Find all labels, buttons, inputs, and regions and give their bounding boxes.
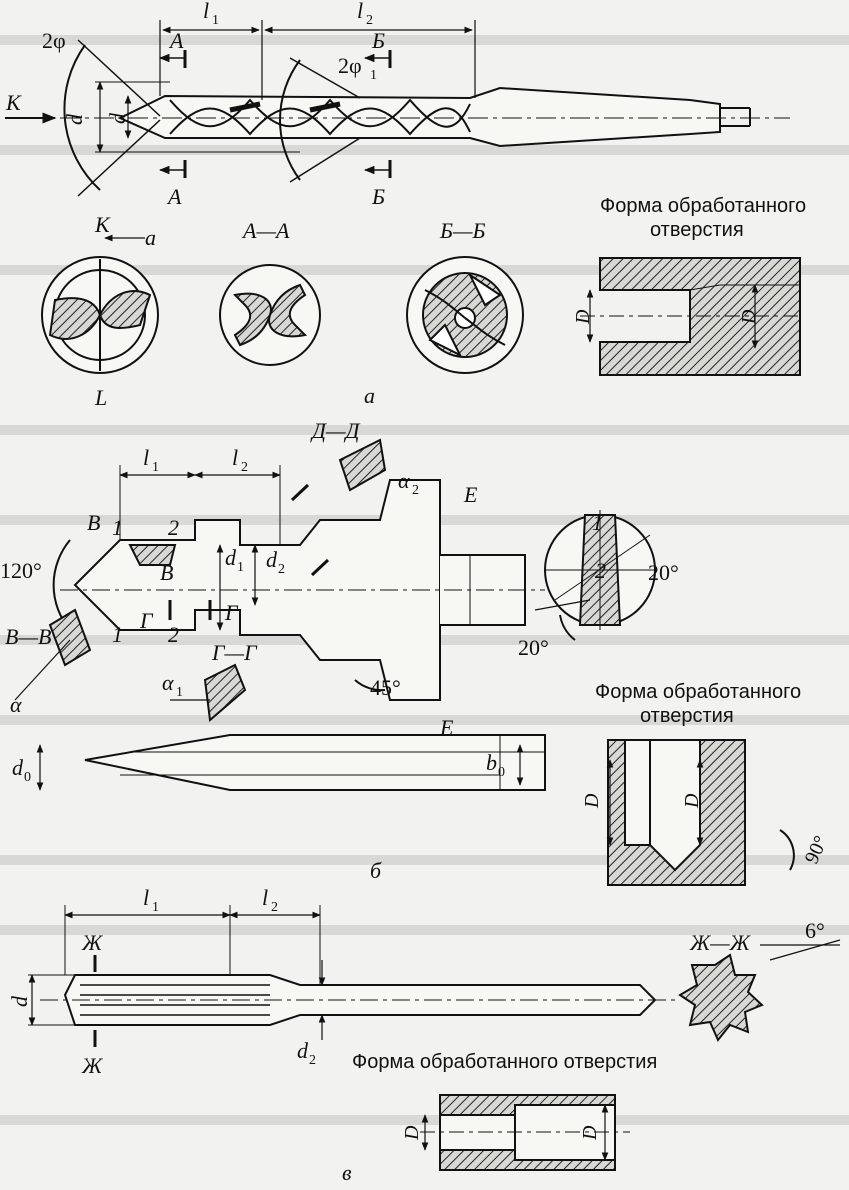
fb-b0: b (486, 750, 497, 775)
svg-text:0: 0 (498, 765, 505, 780)
figure-v-hole-shape (420, 1094, 630, 1171)
figure-b-counterbore-tool (14, 438, 656, 791)
fb-120: 120° (0, 558, 42, 583)
fb-d0: d (12, 755, 24, 780)
figure-b-hole-shape (606, 739, 795, 886)
svg-text:1: 1 (152, 900, 159, 915)
fb-num2-low: 2 (168, 622, 179, 647)
fv-D1: D (401, 1125, 423, 1141)
fa-l2: l (357, 0, 363, 23)
fv-panel-letter: в (342, 1160, 352, 1185)
fb-alpha2: α (398, 468, 410, 493)
figure-a-hole-shape (580, 257, 801, 376)
svg-text:2: 2 (278, 562, 285, 577)
fa-view-K: K (94, 212, 111, 237)
fb-num2: 2 (168, 515, 179, 540)
svg-text:1: 1 (176, 685, 183, 700)
fv-D2: D (579, 1125, 601, 1141)
fb-VV: B—B (5, 624, 51, 649)
fb-E2: E (439, 715, 454, 740)
fa-K: K (5, 90, 22, 115)
figure-a-view-labels: K a L А—А Б—Б а (94, 212, 486, 410)
fb-G1: Г (139, 608, 154, 633)
fb-alpha: α (10, 692, 22, 717)
fa-l1: l (203, 0, 209, 23)
svg-text:2: 2 (309, 1053, 316, 1068)
svg-text:1: 1 (152, 460, 159, 475)
fb-end-2: 1 (592, 510, 603, 535)
fa-hole-caption-1: Форма обработанного (600, 195, 806, 217)
fv-6: 6° (805, 918, 825, 943)
svg-text:1: 1 (237, 560, 244, 575)
fb-GG: Г—Г (211, 640, 258, 665)
fa-D1: D (572, 309, 594, 325)
fb-G2: Г (224, 600, 239, 625)
fb-D2: D (681, 793, 703, 809)
figure-a-twist-drill (5, 20, 790, 197)
fb-20a: 20° (648, 560, 679, 585)
fa-2phi: 2φ (42, 28, 66, 53)
svg-text:1: 1 (212, 13, 219, 28)
fa-view-BB: Б—Б (439, 218, 486, 243)
figure-a-sections (41, 234, 524, 374)
fa-d1: d (105, 112, 130, 124)
fa-A-top: A (168, 28, 184, 53)
fb-num1-low: 1 (112, 622, 123, 647)
fv-ZH-top: Ж (81, 930, 103, 955)
fv-ZH-bottom: Ж (81, 1053, 103, 1078)
fb-E: E (463, 482, 478, 507)
fa-B-top: Б (371, 28, 385, 53)
svg-text:2: 2 (412, 483, 419, 498)
fa-d2: d (62, 113, 87, 125)
fv-d1: d (7, 995, 32, 1007)
fb-hole-caption-1: Форма обработанного (595, 681, 801, 703)
fb-20b: 20° (518, 635, 549, 660)
fb-panel-letter: б (370, 858, 382, 883)
fb-num1: 1 (112, 515, 123, 540)
fv-l1: l (143, 885, 149, 910)
fb-B1: B (87, 510, 100, 535)
fa-view-AA: А—А (241, 218, 290, 243)
fb-l1: l (143, 445, 149, 470)
fv-l2: l (262, 885, 268, 910)
fa-B-bottom: Б (371, 184, 385, 209)
svg-text:2: 2 (271, 900, 278, 915)
svg-text:2: 2 (366, 13, 373, 28)
fb-D1: D (581, 793, 603, 809)
fb-alpha1: α (162, 670, 174, 695)
fa-hole-caption-2: отверстия (650, 219, 744, 241)
figure-a-hole-labels: Форма обработанного отверстия D D (572, 195, 806, 325)
fb-45: 45° (370, 675, 401, 700)
fb-d1: d (225, 545, 237, 570)
fv-d2: d (297, 1038, 309, 1063)
figure-v-hole-labels: Форма обработанного отверстия D D (352, 1051, 657, 1141)
fv-ZHZH: Ж—Ж (689, 930, 751, 955)
fa-panel-letter: а (364, 383, 375, 408)
svg-text:2: 2 (241, 460, 248, 475)
fb-DD: Д—Д (310, 418, 361, 443)
fb-d2: d (266, 547, 278, 572)
fb-end-1: 2 (595, 558, 606, 583)
fv-hole-caption: Форма обработанного отверстия (352, 1051, 657, 1073)
fb-l2: l (232, 445, 238, 470)
fa-D2: D (738, 309, 760, 325)
svg-text:1: 1 (370, 68, 377, 83)
figure-v-reamer (28, 905, 841, 1047)
fa-A-bottom: A (166, 184, 182, 209)
fa-view-L: L (94, 385, 107, 410)
fb-hole-caption-2: отверстия (640, 705, 734, 727)
fb-B2: B (160, 560, 173, 585)
fa-2phi1: 2φ (338, 53, 362, 78)
svg-text:0: 0 (24, 770, 31, 785)
fa-view-a: a (145, 225, 156, 250)
